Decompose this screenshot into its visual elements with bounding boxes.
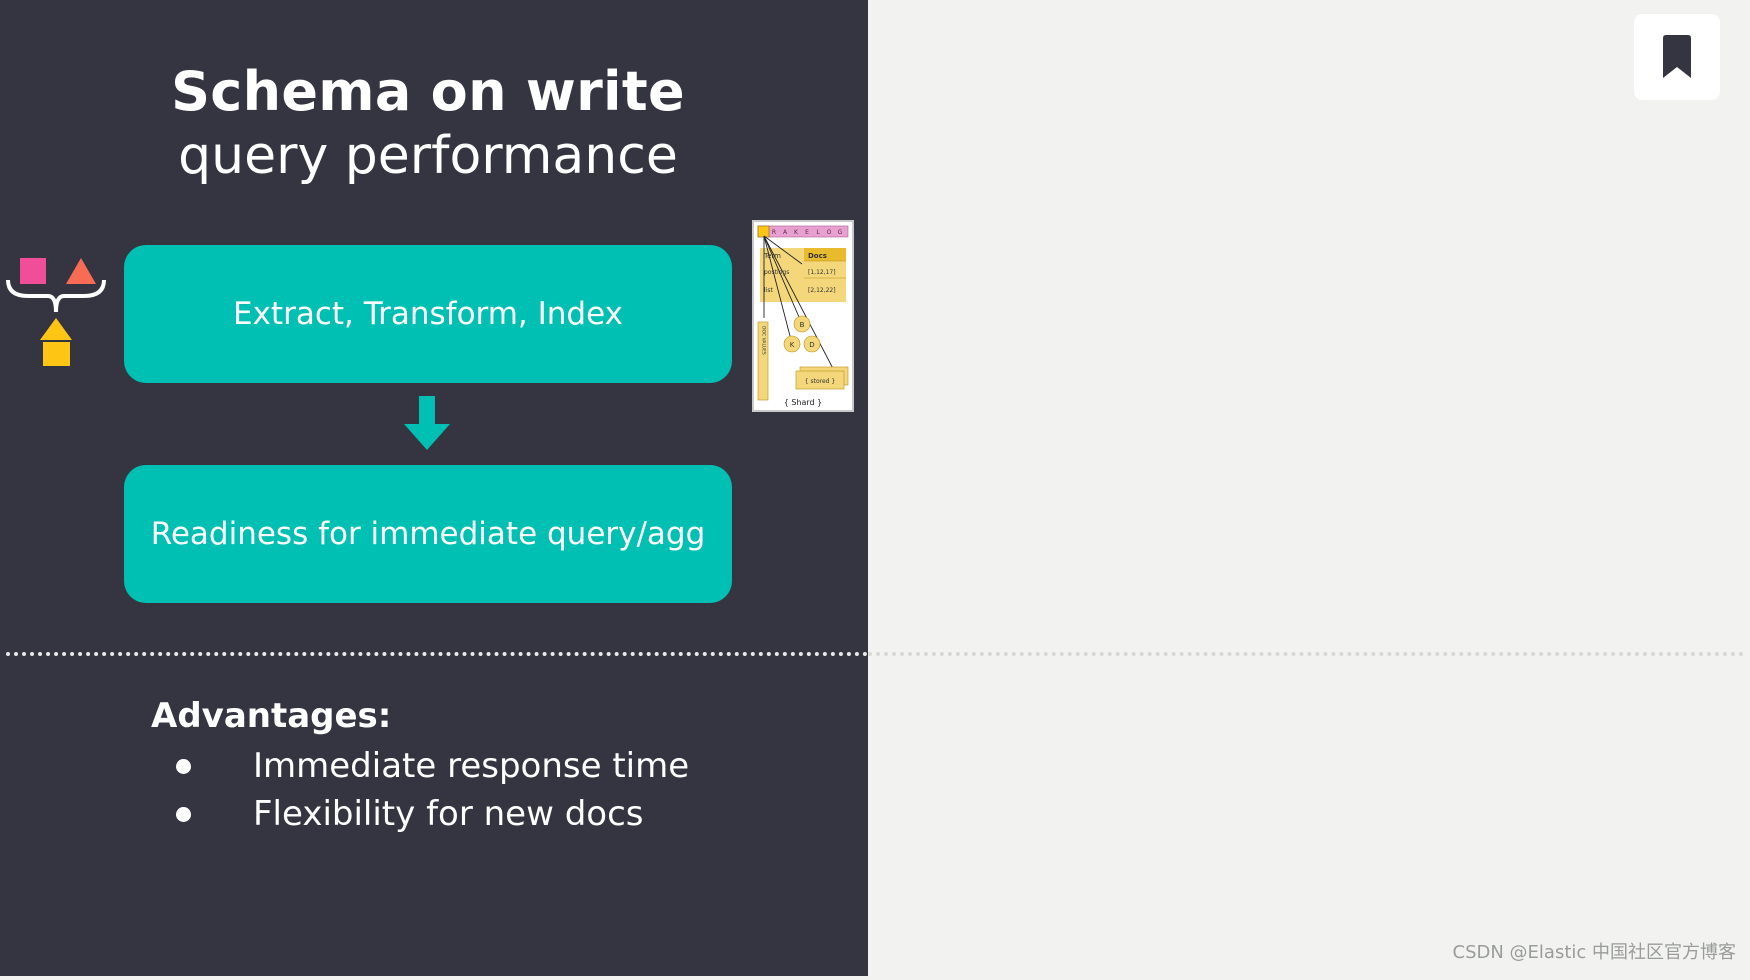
shard-stored: { stored } <box>805 378 836 385</box>
list-item: Flexibility for new docs <box>170 790 689 838</box>
bookmark-icon <box>1663 35 1691 78</box>
header-cell: A <box>783 229 788 236</box>
advantages-list: Immediate response time Flexibility for … <box>170 742 689 838</box>
slide-title: Schema on write <box>171 60 685 123</box>
advantage-text: Immediate response time <box>253 746 690 786</box>
section-divider <box>868 652 1744 656</box>
header-cell: O <box>827 229 832 236</box>
header-cell: K <box>794 229 799 236</box>
shard-doc-values: DOC VALUES <box>761 326 767 355</box>
arrow-down-icon <box>404 396 450 450</box>
shard-node-b: B <box>800 321 805 329</box>
slide-subtitle: query performance <box>178 126 678 186</box>
bookmark-button[interactable] <box>1634 14 1720 100</box>
header-cell: L <box>816 229 820 236</box>
shard-col-docs: Docs <box>808 252 827 260</box>
slide-panel: Schema on write query performance Extrac… <box>0 0 868 976</box>
shard-diagram-thumbnail: R A K E L O G Term Docs postings [1,12,1… <box>752 220 854 412</box>
step-1-label: Extract, Transform, Index <box>233 296 623 332</box>
step-readiness: Readiness for immediate query/agg <box>124 465 732 603</box>
shard-row1-docs: [1,12,17] <box>808 269 836 276</box>
shard-row1-label: postings <box>764 269 789 276</box>
shard-row2-label: list <box>764 287 773 294</box>
section-divider <box>6 652 868 656</box>
watermark: CSDN @Elastic 中国社区官方博客 <box>1452 942 1737 963</box>
shard-col-term: Term <box>763 252 781 260</box>
blank-panel <box>868 0 1750 976</box>
header-cell: G <box>838 229 843 236</box>
step-extract-transform-index: Extract, Transform, Index <box>124 245 732 383</box>
header-cell: E <box>805 229 809 236</box>
shard-row2-docs: [2,12,22] <box>808 287 836 294</box>
advantage-text: Flexibility for new docs <box>253 794 644 834</box>
header-cell: R <box>772 229 776 236</box>
bullet-icon <box>176 758 191 774</box>
step-2-label: Readiness for immediate query/agg <box>150 516 706 552</box>
shard-header-cells: R A K E L O G <box>757 225 843 238</box>
shard-node-k: K <box>790 341 795 349</box>
shapes-merge-icon <box>6 258 106 366</box>
shard-node-d: D <box>809 341 814 349</box>
advantages-heading: Advantages: <box>151 696 392 736</box>
list-item: Immediate response time <box>170 742 689 790</box>
bottom-strip <box>0 976 1750 980</box>
shard-label: { Shard } <box>784 398 823 407</box>
bullet-icon <box>176 806 191 822</box>
